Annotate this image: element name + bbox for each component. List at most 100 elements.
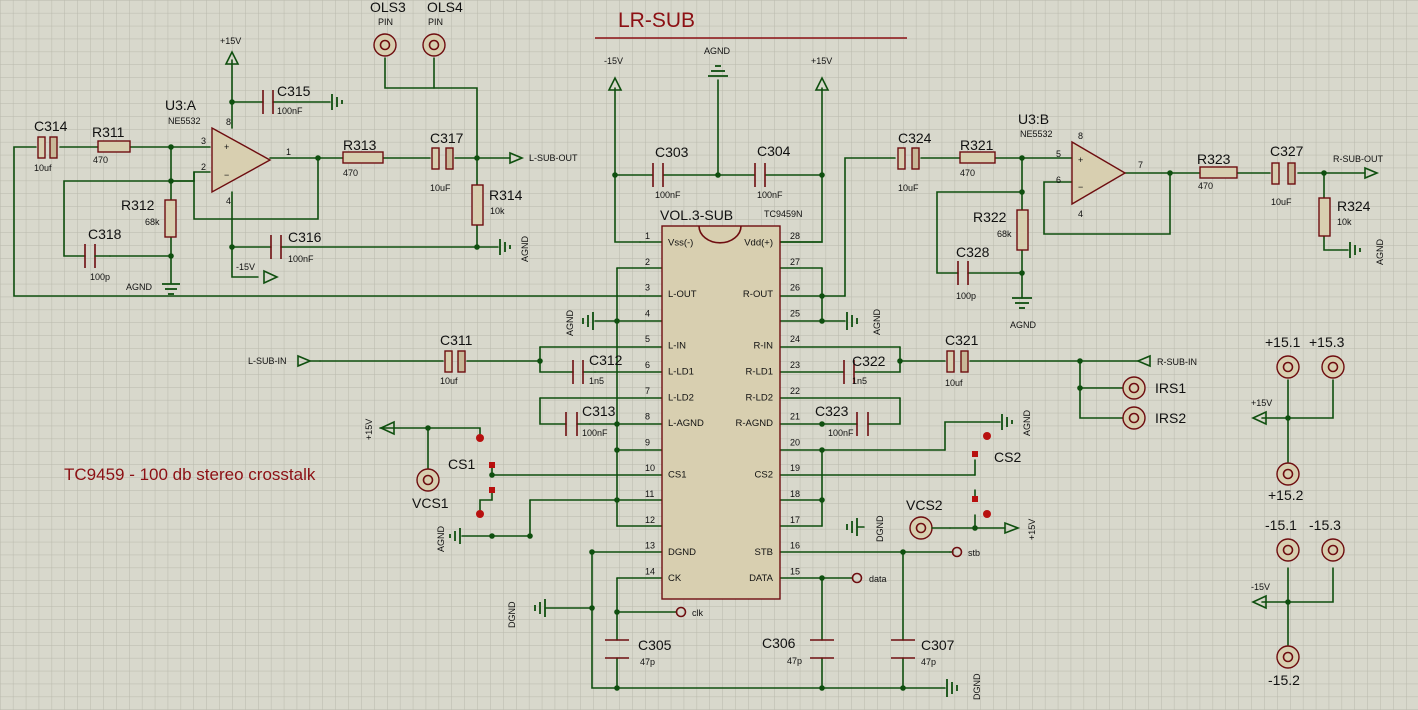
c315-value: 100nF [277,106,303,116]
connector-m15-1[interactable]: -15.1 [1265,517,1300,562]
ic-left-pin-stubs [491,241,663,579]
resistor-r314[interactable]: R314 10k [471,184,523,226]
capacitor-c304[interactable]: C304 100nF [754,143,791,200]
cs1-ref: CS1 [448,456,475,472]
svg-text:+15V: +15V [364,419,374,440]
agnd-pin4: AGND [565,309,594,336]
capacitor-c311[interactable]: C311 10uf [440,332,473,386]
switch-cs1[interactable]: CS1 [448,434,495,518]
capacitor-c316[interactable]: C316 100nF [270,229,322,264]
ic-pin-number: 18 [790,489,800,499]
connector-ols4[interactable]: OLS4 PIN [422,0,463,57]
c322-ref: C322 [852,353,886,369]
capacitor-c307[interactable]: C307 47p [891,637,955,667]
resistor-r311[interactable]: R311 470 [92,124,131,165]
capacitor-c303[interactable]: C303 100nF [652,144,689,200]
switch-cs2[interactable]: CS2 [972,432,1021,518]
c328-value: 100p [956,291,976,301]
capacitor-c328[interactable]: C328 100p [956,244,990,301]
opamp-u3a-plus: + [224,142,229,152]
stb-label: stb [968,548,980,558]
ic-pin-number: 24 [790,334,800,344]
terminal-l-sub-in[interactable]: L-SUB-IN [248,354,321,368]
connector-irs2[interactable]: IRS2 [1122,406,1186,430]
c313-ref: C313 [582,403,616,419]
terminal-clk[interactable]: clk [675,606,704,619]
svg-text:+15V: +15V [220,36,241,46]
power-m15-u3a: -15V [236,262,279,285]
crosstalk-note: TC9459 - 100 db stereo crosstalk [64,465,316,484]
ic-pin-number: 12 [645,515,655,525]
ic-pin-number: 11 [645,489,654,499]
opamp-u3b-minus: − [1078,182,1083,192]
resistor-r322[interactable]: R322 68k [973,209,1029,251]
ic-pin-name: Vss(-) [668,238,693,249]
connector-m15-3[interactable]: -15.3 [1309,517,1345,562]
ic-tc9459[interactable]: VOL.3-SUB TC9459N 1Vss(-)23L-OUT45L-IN6L… [645,207,803,600]
r312-value: 68k [145,217,160,227]
ic-pin-number: 9 [645,437,650,447]
p15-2-ref: +15.2 [1268,487,1304,503]
c306-ref: C306 [762,635,796,651]
power-m15-ic: -15V [604,56,623,91]
agnd-cs1: AGND [436,525,461,552]
terminal-data[interactable]: data [851,572,887,585]
capacitor-c312[interactable]: C312 1n5 [572,352,623,386]
capacitor-c322[interactable]: C322 1n5 [843,353,886,386]
capacitor-c327[interactable]: C327 10uF [1270,143,1304,207]
capacitor-c314[interactable]: C314 10uf [34,118,68,173]
capacitor-c313[interactable]: C313 100nF [565,403,616,438]
resistor-r313[interactable]: R313 470 [342,137,384,178]
ic-pin-number: 28 [790,231,800,241]
resistor-r312[interactable]: R312 68k [121,197,177,238]
opamp-u3a-pin-vee: 4 [226,196,231,206]
opamp-u3a[interactable]: U3:A NE5532 + − 3 2 1 8 4 [165,97,291,206]
resistor-r321[interactable]: R321 470 [959,137,996,178]
terminal-r-sub-out[interactable]: R-SUB-OUT [1333,154,1383,180]
c311-ref: C311 [440,332,473,348]
capacitor-c317[interactable]: C317 10uF [430,130,464,193]
c305-value: 47p [640,657,655,667]
ic-pin-name: L-AGND [668,418,704,429]
connector-ols3[interactable]: OLS3 PIN [370,0,406,57]
terminal-r-sub-in[interactable]: R-SUB-IN [1135,354,1197,368]
ic-pin-number: 2 [645,257,650,267]
r321-ref: R321 [960,137,994,153]
resistor-r323[interactable]: R323 470 [1197,151,1238,191]
c306-value: 47p [787,656,802,666]
ic-pin-name: CK [668,573,682,584]
resistor-r324[interactable]: R324 10k [1318,197,1371,237]
agnd-r322: AGND [1010,297,1037,330]
terminal-l-sub-out[interactable]: L-SUB-OUT [509,151,578,165]
connector-p15-1[interactable]: +15.1 [1265,334,1301,379]
capacitor-c305[interactable]: C305 47p [605,637,672,667]
c315-ref: C315 [277,83,311,99]
connector-p15-2[interactable]: +15.2 [1268,462,1304,503]
opamp-u3b-pin-minus: 6 [1056,175,1061,185]
ic-pin-number: 17 [790,515,800,525]
capacitor-c306[interactable]: C306 47p [762,635,834,666]
connector-m15-2[interactable]: -15.2 [1268,645,1300,688]
capacitor-c315[interactable]: C315 100nF [262,83,311,116]
ic-pin-number: 22 [790,386,800,396]
c313-value: 100nF [582,428,608,438]
c304-ref: C304 [757,143,791,159]
capacitor-c323[interactable]: C323 100nF [815,403,869,438]
connector-vcs2[interactable]: VCS2 [906,497,943,540]
opamp-u3b[interactable]: U3:B NE5532 + − 5 6 7 8 4 [1018,111,1143,219]
svg-text:DGND: DGND [972,673,982,700]
connector-irs1[interactable]: IRS1 [1122,376,1186,400]
svg-text:AGND: AGND [520,235,530,262]
capacitor-c321[interactable]: C321 10uf [945,332,979,388]
connector-p15-3[interactable]: +15.3 [1309,334,1345,379]
terminal-stb[interactable]: stb [949,546,980,559]
r311-ref: R311 [92,124,125,140]
capacitor-c324[interactable]: C324 10uF [897,130,932,193]
r324-value: 10k [1337,217,1352,227]
p15-1-ref: +15.1 [1265,334,1301,350]
ic-pin-name: DGND [668,547,696,558]
agnd-u3a: AGND [126,282,180,295]
opamp-u3b-ref: U3:B [1018,111,1049,127]
connector-vcs1[interactable]: VCS1 [412,468,449,511]
ic-right-pin-stubs [779,241,976,579]
